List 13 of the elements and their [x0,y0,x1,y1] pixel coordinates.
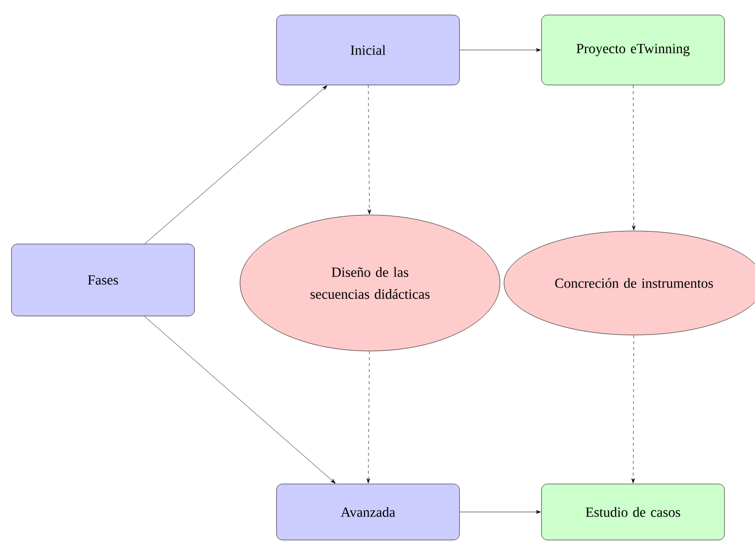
dashed-arrow [632,84,636,230]
dashed-arrow [631,334,635,484]
process-box: Fases [11,244,195,316]
arrow [460,48,541,52]
process-box: Estudio de casos [541,484,725,540]
arrow [460,510,541,514]
dashed-arrow [366,350,370,484]
process-box: Avanzada [276,484,460,540]
dashed-arrow [368,84,372,214]
arrow [144,316,336,484]
process-box: Inicial [276,14,460,86]
arrow [144,85,328,244]
process-box: Proyecto eTwinning [541,14,725,86]
